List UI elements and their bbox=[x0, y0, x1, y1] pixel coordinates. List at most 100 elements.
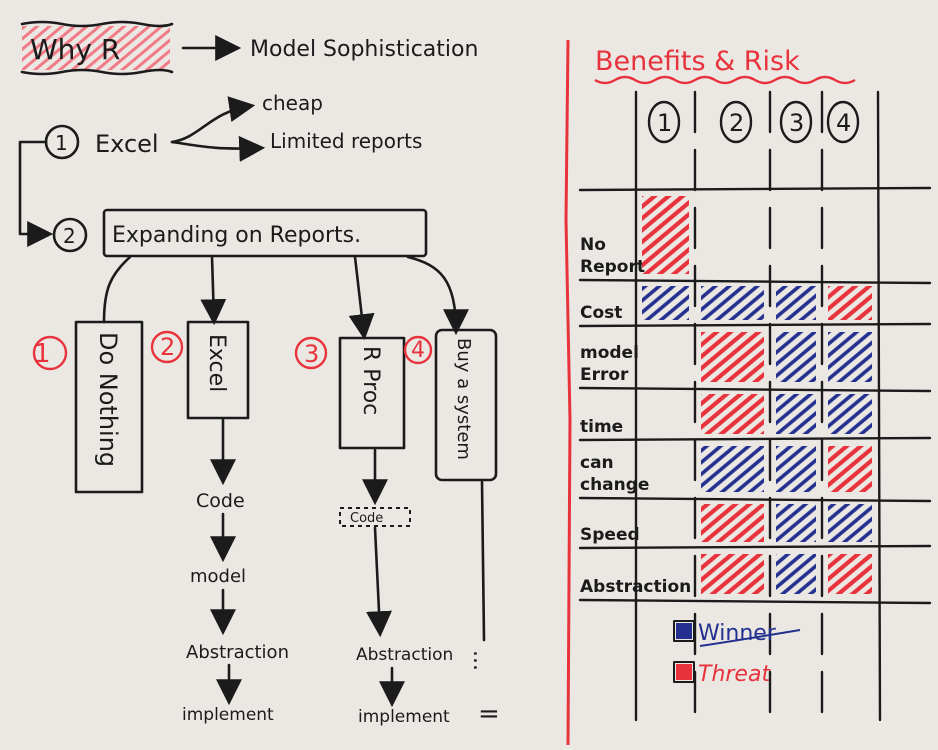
branch1-num: 1 bbox=[34, 339, 51, 369]
column-header-circle-3 bbox=[779, 100, 813, 144]
branch1-connector bbox=[102, 255, 132, 324]
branch2-box bbox=[186, 320, 250, 420]
branch2-step-2: Abstraction bbox=[186, 642, 289, 663]
title-text: Why R bbox=[30, 33, 120, 66]
branch4-line bbox=[480, 480, 486, 642]
branch3-step-1: Abstraction bbox=[356, 645, 453, 665]
connector-1-to-2 bbox=[18, 140, 54, 247]
branch1-num-circle bbox=[32, 335, 68, 371]
row-label-1: Cost bbox=[580, 303, 622, 323]
row-label-3: time bbox=[580, 417, 623, 437]
arrow-cheap bbox=[170, 96, 256, 144]
branch2-connector bbox=[200, 255, 227, 326]
row-label-5: Speed bbox=[580, 525, 640, 545]
branch3-step-2: implement bbox=[358, 707, 450, 727]
legend-winner-swatch-border bbox=[673, 620, 695, 642]
cell-3-2-winner bbox=[776, 394, 816, 434]
branch4-step-0: ... bbox=[468, 650, 493, 671]
cell-5-3-winner bbox=[828, 504, 872, 542]
option1-num: 1 bbox=[55, 131, 68, 155]
cell-3-1-threat bbox=[701, 394, 764, 434]
cell-6-3-threat bbox=[828, 554, 872, 594]
branch1-box bbox=[74, 320, 144, 494]
grid-hline-5 bbox=[578, 496, 932, 503]
branch4-num: 4 bbox=[411, 338, 425, 363]
row-label-6: Abstraction bbox=[580, 577, 691, 597]
cell-6-1-threat bbox=[701, 554, 764, 594]
branch4-num-circle bbox=[403, 335, 433, 365]
left-diagram: Why R Model Sophistication 1 Excel cheap… bbox=[18, 20, 500, 729]
column-header-2: 2 bbox=[729, 109, 744, 137]
column-header-4: 4 bbox=[836, 109, 851, 137]
branch3-connector bbox=[348, 255, 375, 341]
cell-3-3-winner bbox=[828, 394, 872, 434]
matrix-cells bbox=[642, 196, 872, 594]
branch2-step-0: Code bbox=[196, 490, 245, 512]
legend-threat-label: Threat bbox=[698, 662, 771, 687]
arrow-limited bbox=[170, 135, 266, 162]
cell-1-2-winner bbox=[776, 286, 816, 320]
grid-hline-4 bbox=[578, 436, 932, 442]
option1-label: Excel bbox=[95, 130, 159, 158]
option2-box bbox=[102, 208, 428, 258]
cell-4-1-winner bbox=[701, 446, 764, 492]
column-header-1: 1 bbox=[657, 109, 672, 137]
grid-hline-1 bbox=[578, 278, 932, 285]
column-header-circle-1 bbox=[647, 100, 681, 144]
branch1-label: Do Nothing bbox=[94, 332, 122, 467]
column-header-circle-2 bbox=[719, 100, 753, 144]
branch3-step0-box bbox=[339, 507, 411, 527]
legend-threat-swatch bbox=[676, 664, 692, 680]
option1-pro-1: Limited reports bbox=[270, 129, 422, 153]
cell-6-2-winner bbox=[776, 554, 816, 594]
legend: Winner Threat bbox=[673, 620, 801, 687]
divider-line bbox=[564, 39, 572, 746]
branch4-box bbox=[434, 328, 498, 482]
branch2-step-1: model bbox=[190, 566, 246, 587]
legend-threat-swatch-border bbox=[673, 661, 695, 683]
legend-winner-label: Winner bbox=[698, 621, 777, 646]
cell-0-0-threat bbox=[642, 196, 689, 274]
branch3-num-circle bbox=[294, 336, 328, 370]
branch2-num: 2 bbox=[160, 333, 175, 361]
branch3-label: R Proc bbox=[358, 346, 383, 415]
column-header-3: 3 bbox=[789, 109, 804, 137]
title-hatch bbox=[22, 26, 170, 70]
option1-pro-0: cheap bbox=[262, 91, 323, 115]
matrix-grid bbox=[578, 90, 932, 722]
branch3-arrow-1 bbox=[366, 526, 392, 638]
cell-4-3-threat bbox=[828, 446, 872, 492]
legend-winner-swatch bbox=[676, 623, 692, 639]
cell-1-0-winner bbox=[642, 286, 689, 320]
legend-winner-underline bbox=[699, 629, 801, 647]
option2-num: 2 bbox=[63, 224, 76, 248]
branch4-connector bbox=[406, 255, 469, 336]
grid-hline-6 bbox=[578, 544, 932, 550]
grid-hline-2 bbox=[578, 322, 932, 328]
cell-2-3-winner bbox=[828, 332, 872, 382]
goal-text: Model Sophistication bbox=[250, 37, 478, 62]
option2-label: Expanding on Reports. bbox=[112, 223, 361, 248]
grid-hline-7 bbox=[578, 598, 932, 605]
cell-4-2-winner bbox=[776, 446, 816, 492]
matrix-title: Benefits & Risk bbox=[595, 46, 800, 77]
branch3-step-0: Code bbox=[350, 511, 383, 526]
grid-vline-4 bbox=[876, 90, 882, 722]
branch3-num: 3 bbox=[304, 340, 319, 368]
branch4-step-1: = bbox=[478, 699, 500, 729]
branch3-box bbox=[338, 336, 406, 450]
title-wavy-border bbox=[20, 20, 174, 76]
cell-5-1-threat bbox=[701, 504, 764, 542]
grid-hline-0 bbox=[578, 186, 932, 192]
cell-1-1-winner bbox=[701, 286, 764, 320]
cell-2-1-threat bbox=[701, 332, 764, 382]
cell-2-2-winner bbox=[776, 332, 816, 382]
option2-circle bbox=[52, 217, 88, 253]
branch2-label: Excel bbox=[204, 334, 229, 392]
matrix-title-underline bbox=[594, 75, 856, 85]
